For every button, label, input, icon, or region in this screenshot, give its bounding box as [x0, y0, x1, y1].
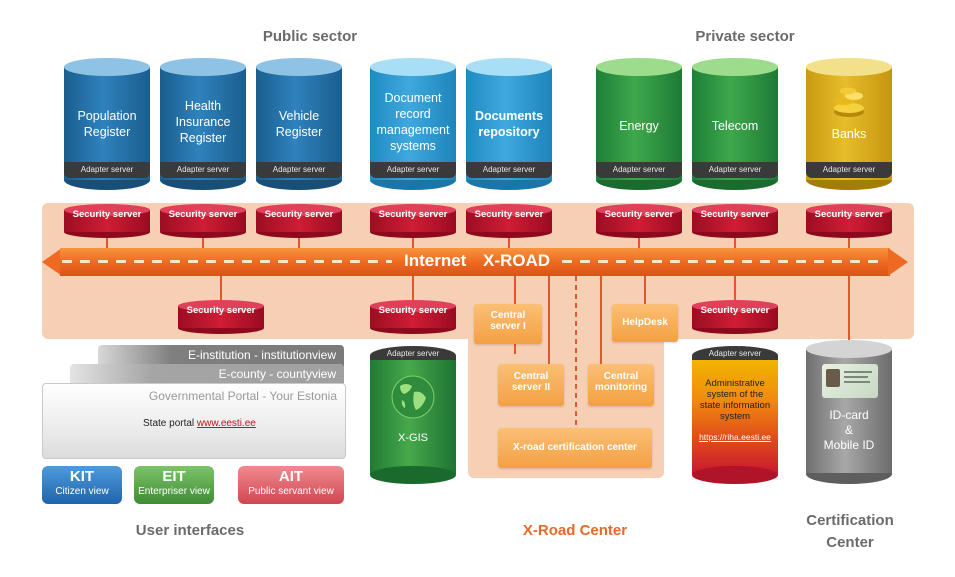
xroad-center-label: X-Road Center [522, 522, 628, 539]
security-server: Security server [370, 204, 456, 240]
governmental-portal-title: Governmental Portal - Your Estonia [148, 389, 337, 403]
telecom-db: Telecom Adapter server [692, 58, 778, 190]
security-server-label: Security server [168, 209, 238, 220]
adapter-server-label: Adapter server [692, 346, 778, 362]
ait-title: AIT [278, 468, 304, 485]
security-server: Security server [692, 204, 778, 240]
xroad-label: X-ROAD [483, 251, 551, 270]
document-management-label: Document record management systems [376, 91, 450, 153]
ait-public-servant-view-button[interactable]: AIT Public servant view [238, 466, 344, 504]
private-sector-title: Private sector [695, 28, 795, 45]
state-portal-prefix: State portal [143, 418, 197, 429]
kit-citizen-view-button[interactable]: KIT Citizen view [42, 466, 122, 504]
adapter-server-label: Adapter server [370, 162, 456, 178]
eit-enterpriser-view-button[interactable]: EIT Enterpriser view [134, 466, 214, 504]
energy-db: Energy Adapter server [596, 58, 682, 190]
telecom-label: Telecom [711, 119, 759, 133]
security-server: Security server [692, 300, 778, 336]
eit-title: EIT [162, 468, 186, 485]
adapter-server-label: Adapter server [692, 162, 778, 178]
governmental-portal-panel[interactable]: Governmental Portal - Your Estonia State… [42, 383, 346, 459]
security-server-label: Security server [604, 209, 674, 220]
security-server-label: Security server [72, 209, 142, 220]
eit-subtitle: Enterpriser view [138, 486, 210, 497]
xroad-arrow-right [888, 248, 908, 276]
security-server: Security server [64, 204, 150, 240]
user-interfaces-label: User interfaces [135, 522, 245, 539]
document-management-db: Document record management systems Adapt… [370, 58, 456, 190]
security-server: Security server [178, 300, 264, 336]
globe-icon [391, 375, 435, 419]
security-server: Security server [160, 204, 246, 240]
adapter-server-label: Adapter server [596, 162, 682, 178]
riha-link[interactable]: https://riha.eesti.ee [699, 432, 771, 442]
security-server-label: Security server [378, 305, 448, 316]
banks-db: Banks Adapter server [806, 58, 892, 190]
security-server: Security server [256, 204, 342, 240]
adapter-server-label: Adapter server [64, 162, 150, 178]
adapter-server-label: Adapter server [370, 346, 456, 362]
central-server-2-box: Central server II [498, 364, 564, 406]
security-server: Security server [596, 204, 682, 240]
vehicle-register-db: Vehicle Register Adapter server [256, 58, 342, 190]
vehicle-register-label: Vehicle Register [275, 109, 323, 139]
xgis-db: Adapter server X-GIS [370, 346, 456, 486]
central-monitoring-box: Central monitoring [588, 364, 654, 406]
security-server: Security server [806, 204, 892, 240]
security-server-label: Security server [186, 305, 256, 316]
helpdesk-box: HelpDesk [612, 304, 678, 342]
adapter-server-label: Adapter server [466, 162, 552, 178]
population-register-label: Population Register [77, 109, 137, 139]
id-card-icon [822, 364, 878, 398]
documents-repository-db: Documents repository Adapter server [466, 58, 552, 190]
e-institution-layer[interactable]: E-institution - institutionview [98, 345, 344, 367]
security-server-label: Security server [264, 209, 334, 220]
security-server: Security server [466, 204, 552, 240]
health-insurance-register-label: Health Insurance Register [175, 99, 231, 145]
riha-db: Adapter server Administrative system of … [692, 346, 778, 486]
security-server-label: Security server [700, 209, 770, 220]
security-server: Security server [370, 300, 456, 336]
xgis-label: X-GIS [398, 432, 428, 444]
state-portal-text: State portal www.eesti.ee [143, 418, 256, 429]
xroad-arrow-left [42, 248, 62, 276]
state-portal-link[interactable]: www.eesti.ee [196, 418, 256, 429]
security-server-label: Security server [814, 209, 884, 220]
population-register-db: Population Register Adapter server [64, 58, 150, 190]
ait-subtitle: Public servant view [248, 486, 334, 497]
e-county-label: E-county - countyview [218, 367, 336, 381]
certification-center-label: Certification Center [806, 512, 894, 551]
health-insurance-register-db: Health Insurance Register Adapter server [160, 58, 246, 190]
idcard-db: ID-card & Mobile ID [806, 340, 892, 486]
e-institution-label: E-institution - institutionview [187, 348, 336, 362]
adapter-server-label: Adapter server [806, 162, 892, 178]
energy-label: Energy [619, 119, 659, 133]
central-server-1-box: Central server I [474, 304, 542, 344]
kit-title: KIT [69, 468, 95, 485]
adapter-server-label: Adapter server [160, 162, 246, 178]
security-server-label: Security server [378, 209, 448, 220]
kit-subtitle: Citizen view [55, 486, 109, 497]
riha-label: Administrative system of the state infor… [699, 378, 771, 422]
public-sector-title: Public sector [262, 28, 358, 45]
banks-label: Banks [831, 127, 867, 141]
internet-label: Internet [404, 251, 467, 270]
dashed-divider [575, 276, 577, 428]
gold-coins-icon [834, 87, 864, 117]
e-county-layer[interactable]: E-county - countyview [70, 364, 344, 386]
xroad-certification-center-box: X-road certification center [498, 428, 652, 468]
security-server-label: Security server [700, 305, 770, 316]
security-server-label: Security server [474, 209, 544, 220]
documents-repository-label: Documents repository [474, 109, 544, 139]
adapter-server-label: Adapter server [256, 162, 342, 178]
idcard-label: ID-card & Mobile ID [823, 408, 875, 452]
